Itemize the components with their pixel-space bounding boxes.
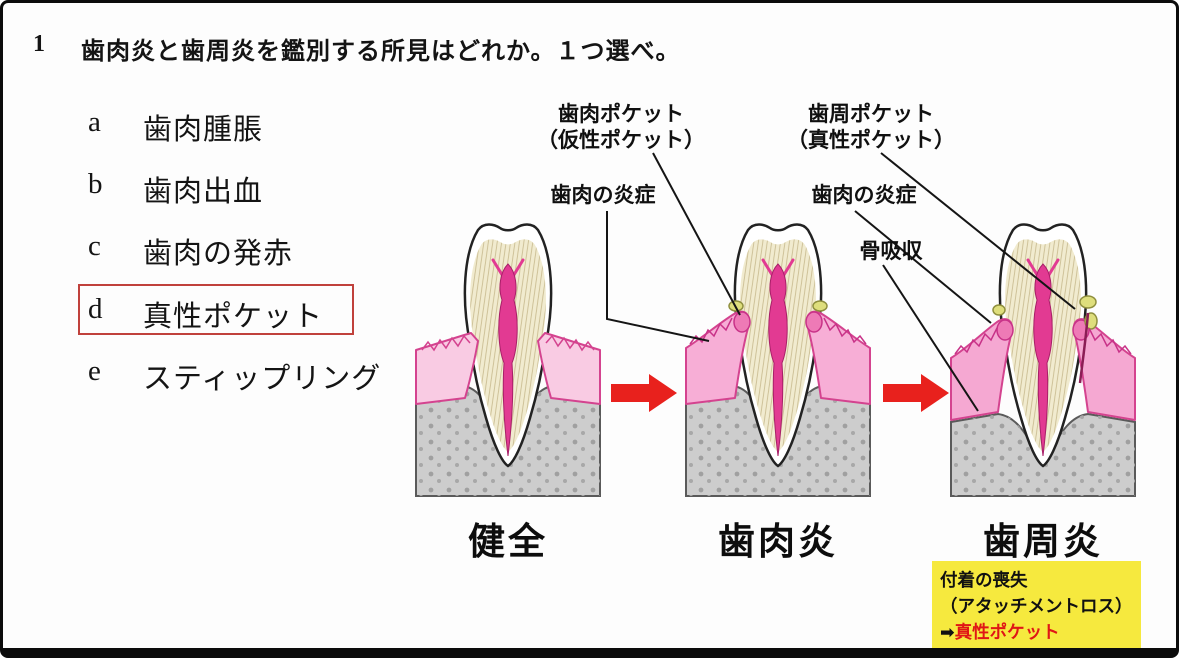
caption-healthy: 健全 [468, 521, 548, 562]
option-d: d 真性ポケット [88, 293, 323, 335]
label-gingival-pocket: 歯肉ポケット （仮性ポケット） [537, 102, 705, 154]
option-text: 歯肉腫脹 [143, 114, 264, 146]
periodontitis-tooth-diagram [950, 225, 1136, 497]
note-line-3: ➡真性ポケット [940, 619, 1133, 645]
option-letter: c [88, 230, 102, 262]
label-bone-resorption: 骨吸収 [859, 240, 923, 263]
tooth-progression-diagram [415, 152, 1136, 497]
note-highlight-text: 真性ポケット [954, 622, 1060, 642]
option-letter: a [88, 106, 102, 138]
label-periodontal-pocket: 歯周ポケット （真性ポケット） [787, 102, 955, 154]
label-line: （仮性ポケット） [537, 129, 705, 152]
healthy-tooth-diagram [415, 225, 601, 497]
question-text: 歯肉炎と歯周炎を鑑別する所見はどれか。１つ選べ。 [81, 39, 681, 65]
arrow-right-icon: ➡ [940, 622, 955, 642]
label-line: 歯肉ポケット [558, 103, 684, 126]
option-text: スティップリング [143, 363, 382, 395]
progression-arrow-icon [611, 374, 677, 412]
caption-gingivitis: 歯肉炎 [718, 521, 838, 562]
option-letter: b [88, 168, 104, 200]
option-text: 真性ポケット [143, 301, 324, 333]
label-gingival-inflammation-left: 歯肉の炎症 [550, 184, 656, 207]
question: 1 歯肉炎と歯周炎を鑑別する所見はどれか。１つ選べ。 [33, 31, 681, 66]
label-line: 歯周ポケット [808, 103, 934, 126]
label-connector-lines [606, 152, 1076, 412]
gingivitis-tooth-diagram [685, 225, 871, 497]
note-line-1: 付着の喪失 [940, 570, 1028, 590]
answer-box-correct-option [78, 284, 354, 335]
caption-periodontitis: 歯周炎 [983, 521, 1103, 562]
option-c: c 歯肉の発赤 [88, 230, 293, 272]
attachment-loss-note: 付着の喪失 （アタッチメントロス） ➡真性ポケット [932, 561, 1141, 648]
option-b: b 歯肉出血 [88, 168, 263, 210]
option-letter: d [88, 293, 104, 325]
option-text: 歯肉の発赤 [143, 238, 294, 270]
progression-arrow-icon [883, 374, 949, 412]
option-a: a 歯肉腫脹 [88, 106, 263, 148]
question-number: 1 [33, 31, 46, 57]
option-text: 歯肉出血 [143, 176, 264, 208]
note-line-2: （アタッチメントロス） [940, 596, 1133, 616]
label-line: （真性ポケット） [787, 129, 955, 152]
option-letter: e [88, 355, 102, 387]
option-e: e スティップリング [88, 355, 381, 397]
label-gingival-inflammation-right: 歯肉の炎症 [811, 184, 917, 207]
